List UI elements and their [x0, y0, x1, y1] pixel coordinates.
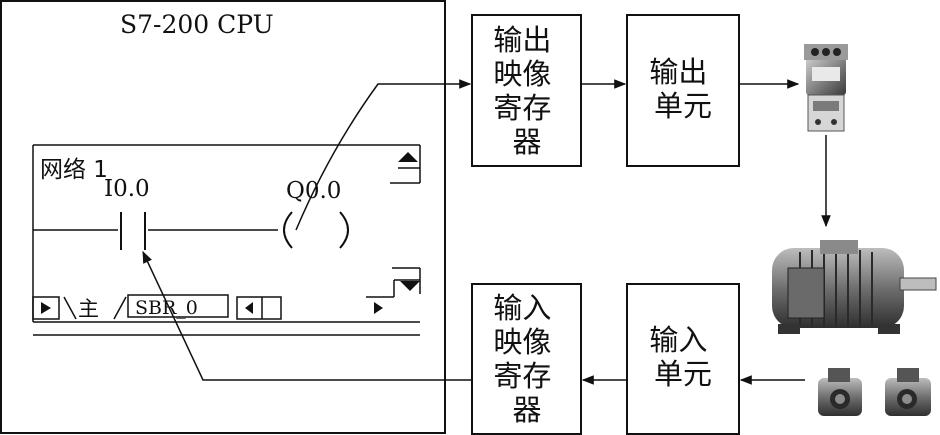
input-register-to-contact-arrow — [142, 250, 472, 381]
cpu-title: S7-200 CPU — [120, 10, 274, 39]
ladder-editor: 网络 1 I0.0 Q0.0 — [32, 144, 421, 336]
scroll-up-icon[interactable] — [390, 145, 421, 184]
cpu-frame — [0, 0, 446, 434]
contactor-icon — [804, 44, 848, 132]
tab-sbr-label: SBR_0 — [135, 297, 198, 319]
contact-i0-0[interactable] — [120, 212, 146, 250]
output-unit-label: 输出 单元 — [649, 55, 716, 123]
contact-label: I0.0 — [104, 176, 150, 202]
scroll-down-icon[interactable] — [392, 267, 421, 294]
input-image-register-label: 输入 映像 寄存 器 — [493, 291, 560, 427]
input-image-register-box — [471, 283, 582, 435]
tab-scroll-right-button[interactable] — [236, 296, 282, 320]
motor-icon — [772, 240, 937, 334]
output-image-register-label: 输出 映像 寄存 器 — [493, 23, 560, 159]
tab-main[interactable]: 主 — [63, 296, 127, 321]
network-label: 网络 1 — [40, 157, 108, 183]
coil-to-output-register-arrow — [295, 79, 472, 231]
input-unit-label: 输入 单元 — [649, 323, 716, 391]
output-unit-box — [626, 14, 740, 167]
sensor-icon — [885, 368, 931, 416]
output-image-register-box — [471, 14, 582, 167]
tab-main-label: 主 — [78, 297, 99, 321]
sensor-icon — [818, 368, 862, 416]
input-unit-box — [626, 283, 740, 435]
coil-q0-0[interactable] — [283, 211, 349, 249]
tab-scroll-left-button[interactable] — [32, 296, 60, 320]
tab-sbr[interactable]: SBR_0 — [127, 294, 229, 319]
tab-scroll-end-button[interactable] — [366, 279, 420, 314]
